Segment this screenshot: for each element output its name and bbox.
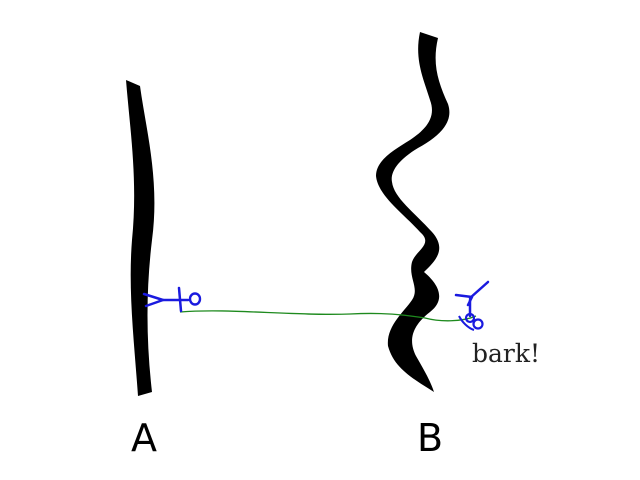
annotation-bark: bark! bbox=[472, 339, 540, 368]
dog-marker-a bbox=[142, 286, 202, 313]
dog-marker-b bbox=[454, 280, 490, 331]
connector-line bbox=[179, 310, 477, 322]
label-a: A bbox=[131, 416, 157, 460]
path-a bbox=[126, 80, 155, 396]
path-b bbox=[376, 32, 450, 392]
label-b: B bbox=[417, 416, 443, 460]
